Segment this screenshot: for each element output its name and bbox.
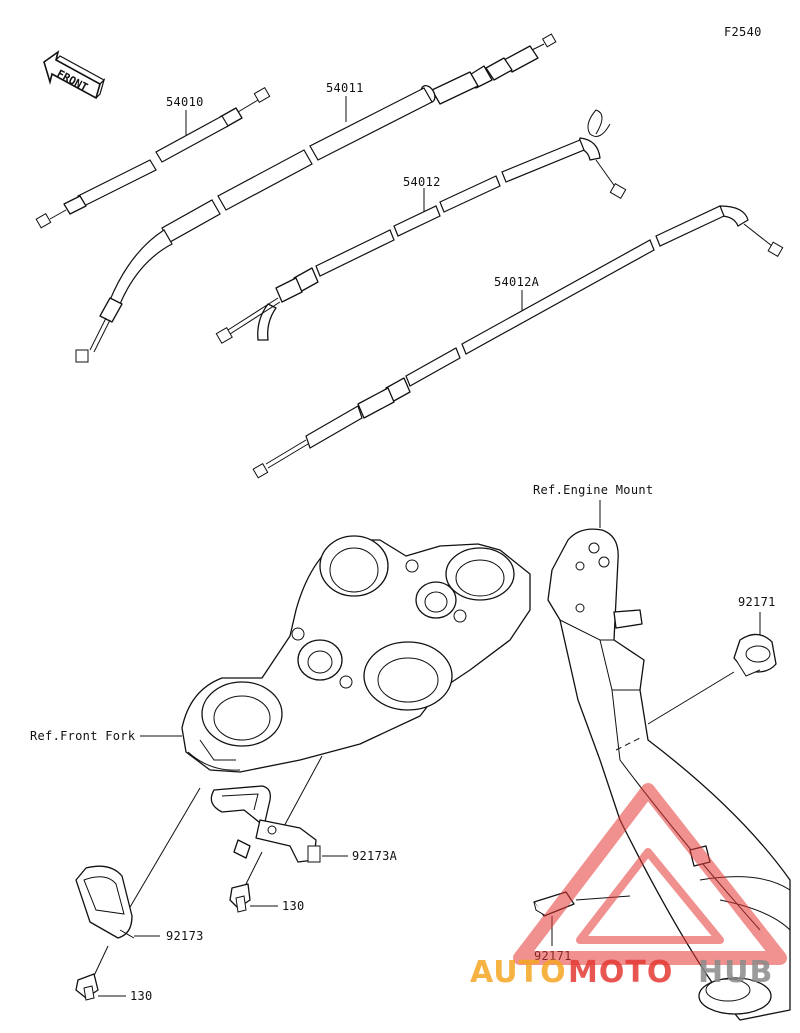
bracket-92173A: 92173A [210, 755, 398, 863]
label-ref-engine-mount: Ref.Engine Mount [533, 483, 653, 497]
label-54011: 54011 [326, 81, 364, 95]
cable-54012: 54012 [215, 109, 627, 344]
top-bracket: Ref.Front Fork [30, 535, 531, 773]
diagram-code: F2540 [724, 25, 762, 39]
label-54012A: 54012A [494, 275, 540, 289]
watermark-logo [513, 783, 787, 965]
label-ref-front-fork: Ref.Front Fork [30, 729, 136, 743]
label-54010: 54010 [166, 95, 204, 109]
front-arrow-icon: FRONT [43, 50, 106, 100]
bolt-130-a: 130 [229, 851, 305, 913]
cable-54010: 54010 [35, 86, 271, 229]
label-92173A: 92173A [352, 849, 398, 863]
cable-54012A: 54012A [252, 205, 784, 479]
guide-92173: 92173 [75, 787, 204, 943]
watermark-auto: AUTO [470, 955, 567, 990]
watermark-moto: MOTO [568, 955, 673, 990]
cable-54011: 54011 [75, 33, 557, 363]
watermark-hub: HUB [698, 955, 773, 990]
watermark-text: AUTO MOTO HUB [470, 955, 773, 990]
label-130-a: 130 [282, 899, 305, 913]
label-92171-top: 92171 [738, 595, 776, 609]
clamp-92171-top: 92171 [647, 595, 777, 725]
bolt-130-b: 130 [75, 945, 153, 1003]
label-130-b: 130 [130, 989, 153, 1003]
label-92173: 92173 [166, 929, 204, 943]
label-54012: 54012 [403, 175, 441, 189]
